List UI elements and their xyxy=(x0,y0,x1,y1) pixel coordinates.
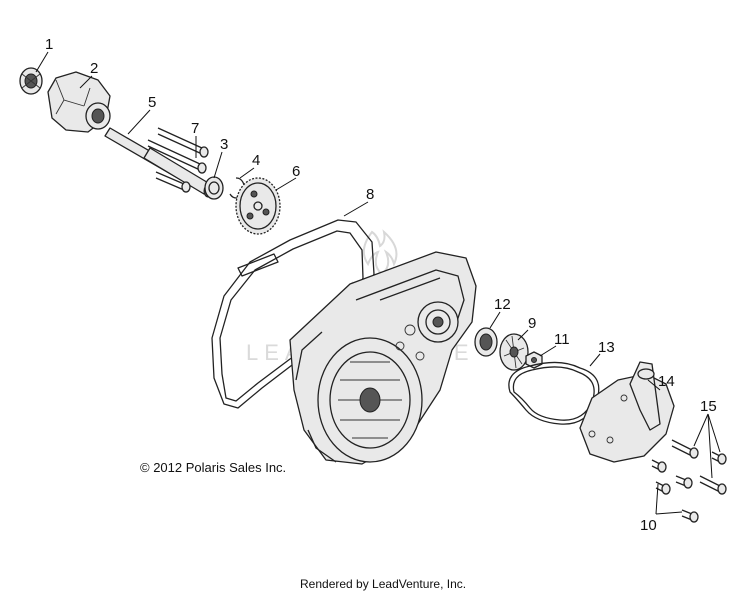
engine-cover xyxy=(289,251,477,465)
callout-8: 8 xyxy=(366,186,374,203)
callout-10: 10 xyxy=(640,517,657,534)
part-9-impeller xyxy=(499,333,529,371)
copyright-text: © 2012 Polaris Sales Inc. xyxy=(140,460,286,475)
part-15-long-bolts xyxy=(671,439,727,495)
part-3-bearing xyxy=(204,176,224,200)
callout-14: 14 xyxy=(658,373,675,390)
callout-9: 9 xyxy=(528,315,536,332)
callout-2: 2 xyxy=(90,60,98,77)
callout-13: 13 xyxy=(598,339,615,356)
callout-5: 5 xyxy=(148,94,156,111)
part-7-bolts xyxy=(147,127,209,193)
part-10-short-bolts xyxy=(651,459,699,523)
part-1-pump-rotor xyxy=(19,67,43,95)
leader-lines xyxy=(35,51,721,515)
part-8-cover-gasket xyxy=(211,219,375,409)
callout-15: 15 xyxy=(700,398,717,415)
part-2-pump-housing xyxy=(47,71,111,133)
callout-12: 12 xyxy=(494,296,511,313)
callout-1: 1 xyxy=(45,36,53,53)
callout-4: 4 xyxy=(252,152,260,169)
callout-6: 6 xyxy=(292,163,300,180)
part-6-drive-gear xyxy=(235,177,281,235)
callout-11: 11 xyxy=(554,331,570,348)
callout-3: 3 xyxy=(220,136,228,153)
part-5-pump-shaft xyxy=(104,127,213,198)
footer-credit: Rendered by LeadVenture, Inc. xyxy=(300,577,466,591)
callout-7: 7 xyxy=(191,120,199,137)
part-14-water-pump-cover xyxy=(579,361,675,463)
part-12-seal xyxy=(474,327,498,357)
